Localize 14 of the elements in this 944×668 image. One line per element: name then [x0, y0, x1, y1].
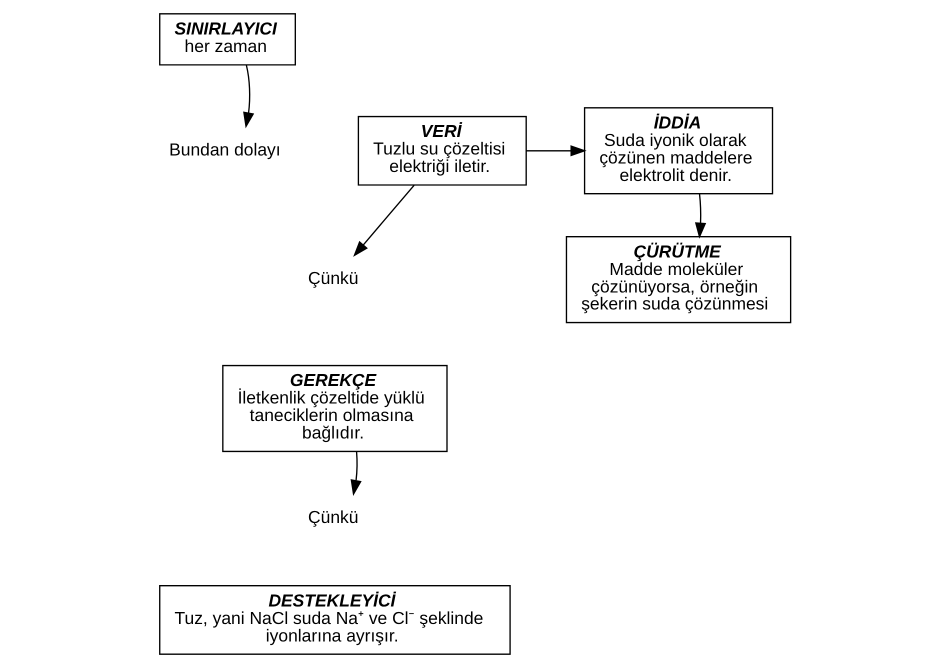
arrow [242, 65, 254, 128]
node-box: ÇÜRÜTME Madde moleküler çözünüyorsa, örneğin şekerin suda çözünmesi [565, 236, 791, 324]
arrow [350, 452, 362, 496]
node-box: İDDİA Suda iyonik olarak çözünen maddelere elektrolit denir. [583, 107, 773, 194]
node-box: VERİ Tuzlu su çözeltisi elektriği iletir. [357, 116, 526, 186]
node-text: Çünkü [308, 268, 358, 288]
arrow [526, 145, 586, 156]
node-box: SINIRLAYICI her zaman [158, 13, 296, 66]
arrow [352, 184, 414, 257]
node-text: Bundan dolayı [168, 139, 280, 160]
node-box: DESTEKLEYİCİ Tuz, yani NaCl suda Na⁺ ve Cl⁻ şeklinde iyonlarına ayrışır. [158, 585, 510, 655]
node-text: Çünkü [308, 507, 358, 528]
node-box: GEREKÇE İletkenlik çözeltide yüklü taneciklerin olmasına bağlıdır. [222, 364, 448, 452]
arrow [694, 194, 706, 239]
